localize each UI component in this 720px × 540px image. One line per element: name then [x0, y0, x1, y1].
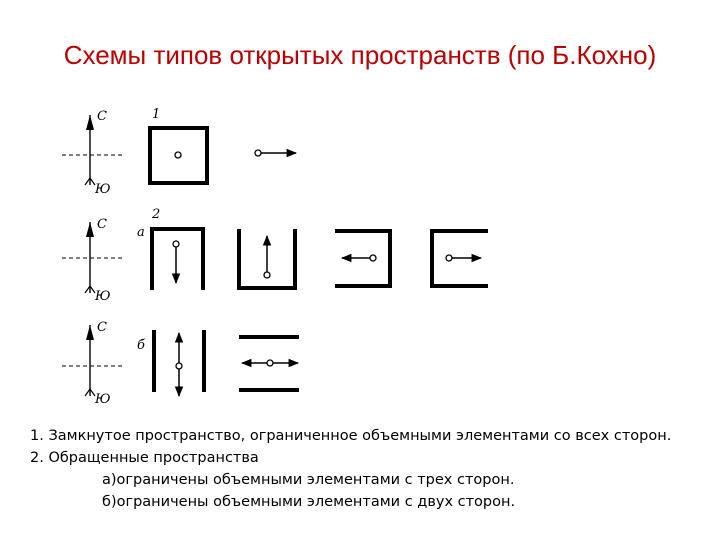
- three-side-open-top: [237, 229, 297, 290]
- row2-sub-label: а: [137, 225, 145, 240]
- center-point: [174, 151, 182, 159]
- three-side-open-left: [335, 229, 392, 288]
- compass-row3: С Ю: [62, 320, 122, 407]
- caption-line: 2. Обращенные пространства: [30, 450, 259, 466]
- closed-square: [148, 126, 209, 185]
- compass-row2: С Ю: [62, 217, 122, 304]
- row2-number: 2: [151, 207, 160, 222]
- row1-arrow: [254, 148, 298, 158]
- south-label: Ю: [94, 392, 111, 407]
- south-label: Ю: [94, 182, 111, 197]
- caption-line: а)ограничены объемными элементами с трех…: [102, 472, 515, 488]
- north-label: С: [97, 109, 107, 124]
- north-label: С: [97, 217, 107, 232]
- three-side-open-bottom: [150, 227, 205, 290]
- caption: 1. Замкнутое пространство, ограниченное …: [30, 425, 710, 513]
- two-side-horizontal: [239, 335, 300, 392]
- caption-line: б)ограничены объемными элементами с двух…: [102, 494, 516, 510]
- south-label: Ю: [94, 289, 111, 304]
- row1-number: 1: [152, 107, 160, 122]
- slide-title: Схемы типов открытых пространств (по Б.К…: [63, 40, 657, 70]
- two-side-vertical: [152, 330, 206, 398]
- row3-sub-label: б: [137, 338, 145, 353]
- compass-row1: С Ю: [62, 109, 122, 197]
- three-side-open-right: [430, 229, 488, 288]
- caption-line: 1. Замкнутое пространство, ограниченное …: [30, 428, 672, 444]
- north-label: С: [97, 320, 107, 335]
